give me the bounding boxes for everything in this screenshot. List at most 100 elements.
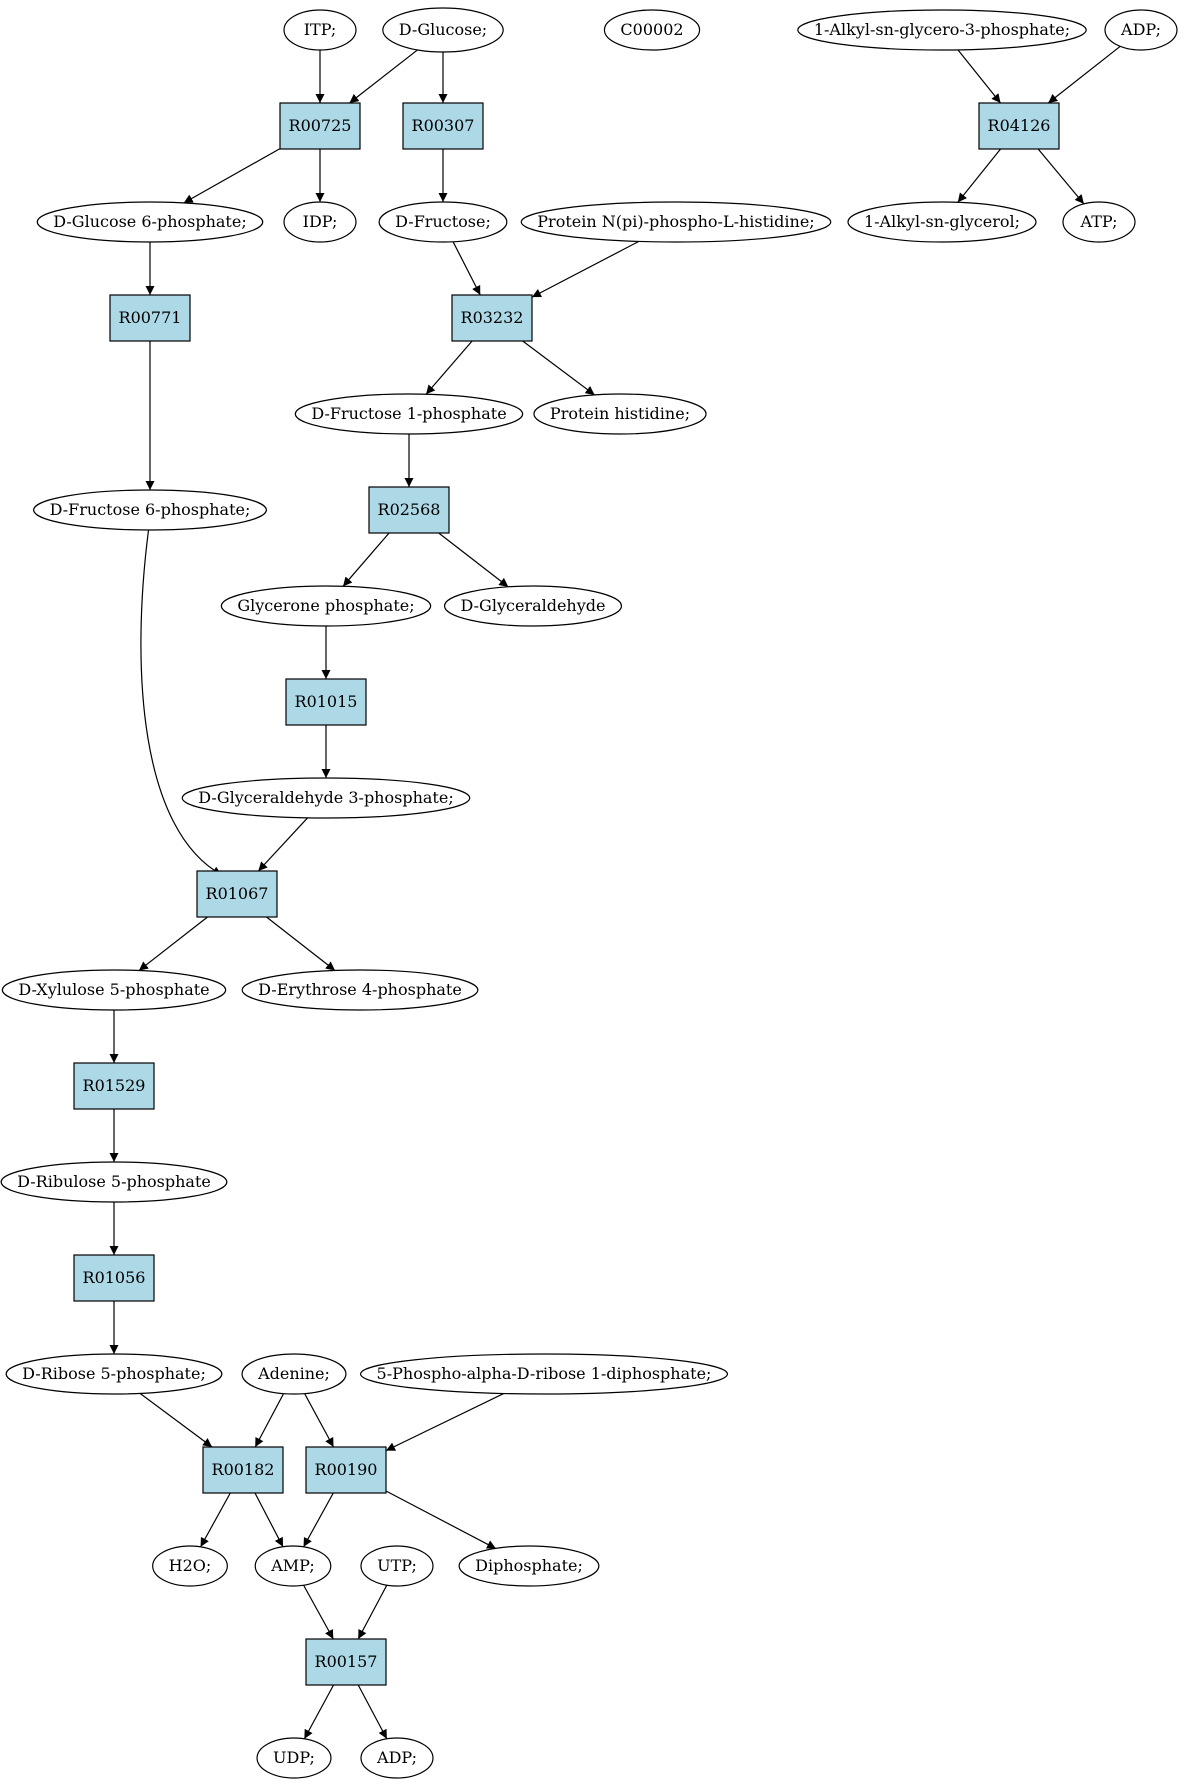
metabolite-node-adp_top: ADP; — [1104, 9, 1178, 51]
metabolite-node-idp: IDP; — [283, 201, 357, 243]
reaction-node-r00771: R00771 — [109, 294, 191, 342]
node-label: R01529 — [83, 1076, 146, 1095]
node-label: D-Glucose; — [399, 20, 487, 39]
metabolite-ellipse — [359, 1353, 729, 1395]
node-label: UDP; — [273, 1748, 315, 1767]
node-label: R00307 — [412, 116, 475, 135]
node-label: D-Erythrose 4-phosphate — [258, 980, 462, 999]
node-label: R00190 — [315, 1460, 378, 1479]
metabolite-ellipse — [797, 9, 1087, 51]
metabolite-ellipse — [847, 201, 1037, 243]
nodes-layer: ITP; D-Glucose; C00002 1-Alkyl-sn-glycero-3… — [0, 7, 1178, 1779]
reaction-node-r01067: R01067 — [196, 870, 278, 918]
metabolite-ellipse — [520, 201, 832, 243]
edge-prpp-to-r00190 — [385, 1392, 505, 1452]
metabolite-ellipse — [0, 1161, 228, 1203]
edge-adp_top-to-r04126 — [1047, 45, 1121, 104]
node-label: D-Ribulose 5-phosphate — [17, 1172, 211, 1191]
metabolite-node-r5p: D-Ribose 5-phosphate; — [5, 1353, 223, 1395]
metabolite-ellipse — [220, 585, 432, 627]
edge-r04126-to-atp — [1037, 148, 1085, 205]
metabolite-node-h2o: H2O; — [152, 1545, 228, 1587]
node-label: Adenine; — [257, 1364, 330, 1383]
metabolite-ellipse — [360, 1545, 434, 1587]
edge-dfructose-to-r03232 — [452, 241, 481, 296]
metabolite-node-dfructose: D-Fructose; — [378, 201, 508, 243]
metabolite-ellipse — [443, 585, 623, 627]
metabolite-ellipse — [1104, 9, 1178, 51]
reaction-node-r00307: R00307 — [402, 102, 484, 150]
node-label: D-Glucose 6-phosphate; — [53, 212, 246, 231]
node-label: ITP; — [304, 20, 337, 39]
reaction-box — [402, 102, 484, 150]
node-label: ATP; — [1080, 212, 1118, 231]
metabolite-node-alkylg3p: 1-Alkyl-sn-glycero-3-phosphate; — [797, 9, 1087, 51]
reaction-box — [73, 1254, 155, 1302]
node-label: R03232 — [461, 308, 524, 327]
node-label: ADP; — [376, 1748, 417, 1767]
metabolite-ellipse — [33, 489, 267, 531]
edge-r03232-to-f1p — [425, 340, 473, 395]
metabolite-node-g3p: D-Glyceraldehyde 3-phosphate; — [181, 777, 471, 819]
node-label: ADP; — [1120, 20, 1161, 39]
metabolite-node-e4p: D-Erythrose 4-phosphate — [241, 969, 479, 1011]
metabolite-ellipse — [5, 1353, 223, 1395]
reaction-node-r01529: R01529 — [73, 1062, 155, 1110]
metabolite-node-protnphis: Protein N(pi)-phospho-L-histidine; — [520, 201, 832, 243]
edge-f6p-to-r01067 — [140, 529, 223, 876]
node-label: R00725 — [289, 116, 352, 135]
node-label: C00002 — [620, 20, 683, 39]
reaction-box — [305, 1638, 387, 1686]
node-label: R01015 — [295, 692, 358, 711]
node-label: Protein histidine; — [550, 404, 690, 423]
metabolite-ellipse — [458, 1545, 600, 1587]
metabolite-node-prothis: Protein histidine; — [533, 393, 707, 435]
reaction-box — [109, 294, 191, 342]
node-label: D-Ribose 5-phosphate; — [22, 1364, 206, 1383]
node-label: R00771 — [119, 308, 182, 327]
node-label: Glycerone phosphate; — [237, 596, 414, 615]
metabolite-node-c00002: C00002 — [603, 9, 701, 51]
edge-protnphis-to-r03232 — [531, 240, 640, 298]
edge-r00190-to-amp — [303, 1492, 334, 1548]
edge-amp-to-r00157 — [303, 1584, 334, 1640]
node-label: D-Xylulose 5-phosphate — [18, 980, 209, 999]
edge-r02568-to-dglyceraldehyde — [438, 532, 509, 588]
node-label: UTP; — [377, 1556, 417, 1575]
node-label: D-Glyceraldehyde 3-phosphate; — [198, 788, 453, 807]
node-label: Protein N(pi)-phospho-L-histidine; — [537, 212, 814, 231]
reaction-box — [279, 102, 361, 150]
edge-r02568-to-dhap — [342, 532, 390, 587]
metabolite-node-g6p: D-Glucose 6-phosphate; — [36, 201, 264, 243]
reaction-node-r01056: R01056 — [73, 1254, 155, 1302]
metabolite-ellipse — [181, 777, 471, 819]
metabolite-node-utp: UTP; — [360, 1545, 434, 1587]
metabolite-node-atp: ATP; — [1062, 201, 1136, 243]
reaction-box — [202, 1446, 284, 1494]
node-label: D-Fructose 1-phosphate — [311, 404, 506, 423]
node-label: R00182 — [212, 1460, 275, 1479]
edge-r03232-to-prothis — [522, 340, 595, 396]
node-label: Diphosphate; — [475, 1556, 583, 1575]
edge-r00190-to-diphosphate — [385, 1490, 497, 1550]
reaction-node-r00725: R00725 — [279, 102, 361, 150]
metabolite-ellipse — [152, 1545, 228, 1587]
reaction-box — [73, 1062, 155, 1110]
metabolite-ellipse — [360, 1737, 434, 1779]
metabolite-node-amp: AMP; — [254, 1545, 332, 1587]
reaction-node-r03232: R03232 — [451, 294, 533, 342]
metabolite-node-f6p: D-Fructose 6-phosphate; — [33, 489, 267, 531]
metabolite-ellipse — [1062, 201, 1136, 243]
node-label: R01056 — [83, 1268, 146, 1287]
node-label: 1-Alkyl-sn-glycerol; — [864, 212, 1020, 231]
edge-adenine-to-r00182 — [254, 1393, 285, 1448]
edge-r01067-to-x5p — [138, 916, 208, 972]
node-label: 1-Alkyl-sn-glycero-3-phosphate; — [814, 20, 1070, 39]
node-label: D-Glyceraldehyde — [461, 596, 606, 615]
metabolite-ellipse — [36, 201, 264, 243]
reaction-node-r01015: R01015 — [285, 678, 367, 726]
metabolite-ellipse — [378, 201, 508, 243]
metabolite-ellipse — [533, 393, 707, 435]
metabolite-node-f1p: D-Fructose 1-phosphate — [294, 393, 524, 435]
reaction-box — [285, 678, 367, 726]
